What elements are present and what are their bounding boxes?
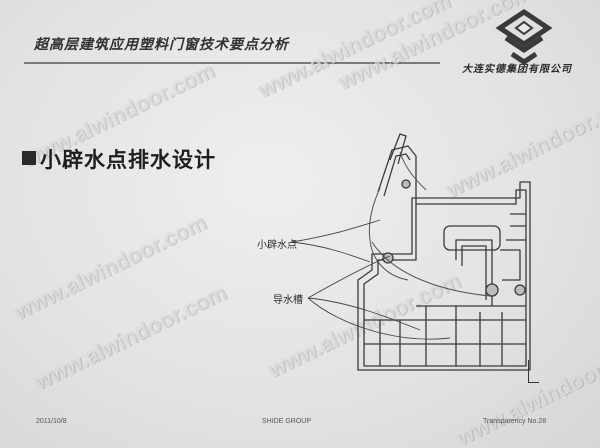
- label-drip-point: 小辟水点: [257, 240, 297, 251]
- header-rule: [24, 62, 440, 64]
- watermark-4: www.alwindoor.com: [10, 209, 211, 325]
- company-logo-icon: [495, 8, 553, 66]
- header-title: 超高层建筑应用塑料门窗技术要点分析: [34, 37, 289, 53]
- section-heading: 小辟水点排水设计: [40, 148, 216, 172]
- section-bullet: [22, 151, 36, 165]
- watermark-5: www.alwindoor.com: [30, 279, 231, 395]
- company-name: 大连实德集团有限公司: [462, 64, 572, 75]
- footer-page-number: Transparency No.28: [483, 418, 547, 425]
- corner-mark: [528, 360, 539, 383]
- footer-date: 2011/10/8: [36, 418, 67, 425]
- footer-group: SHIDE GROUP: [262, 418, 312, 425]
- label-drain-groove: 导水槽: [273, 295, 303, 306]
- window-profile-drawing: [291, 133, 531, 371]
